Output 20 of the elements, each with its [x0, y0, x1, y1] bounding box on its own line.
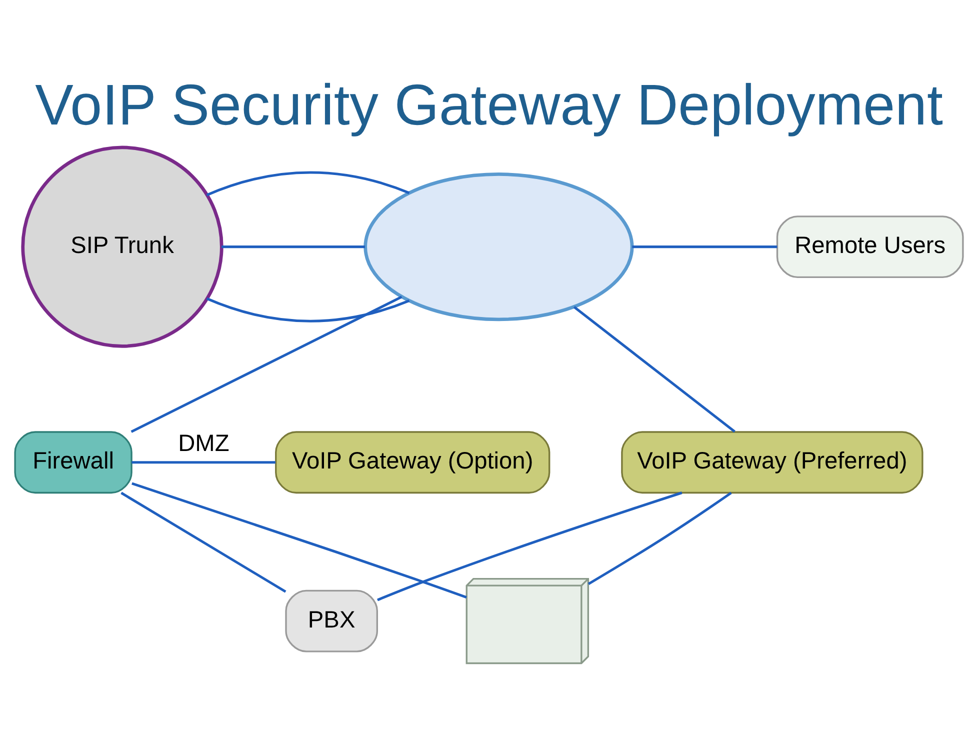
- edge-label: DMZ: [178, 430, 230, 456]
- node-circle: SIP Trunk: [21, 145, 224, 348]
- connector: [130, 295, 402, 432]
- diagram-title: VoIP Security Gateway Deployment: [35, 72, 943, 137]
- node-box: VoIP Gateway (Preferred): [621, 430, 924, 494]
- connector: [588, 491, 732, 584]
- node-box: Remote Users: [776, 215, 964, 278]
- connector: [573, 306, 736, 432]
- node-cloud: [364, 172, 634, 321]
- connector: [632, 245, 778, 248]
- connector: [222, 245, 365, 248]
- connector: [132, 460, 276, 464]
- connector: [376, 491, 682, 601]
- node-box: VoIP Gateway (Option): [275, 430, 550, 494]
- connector: [206, 170, 410, 196]
- connector: [120, 491, 286, 592]
- connector: [206, 296, 410, 322]
- connector: [132, 482, 467, 598]
- node-box: PBX: [285, 589, 378, 652]
- node-box: Firewall: [14, 430, 132, 494]
